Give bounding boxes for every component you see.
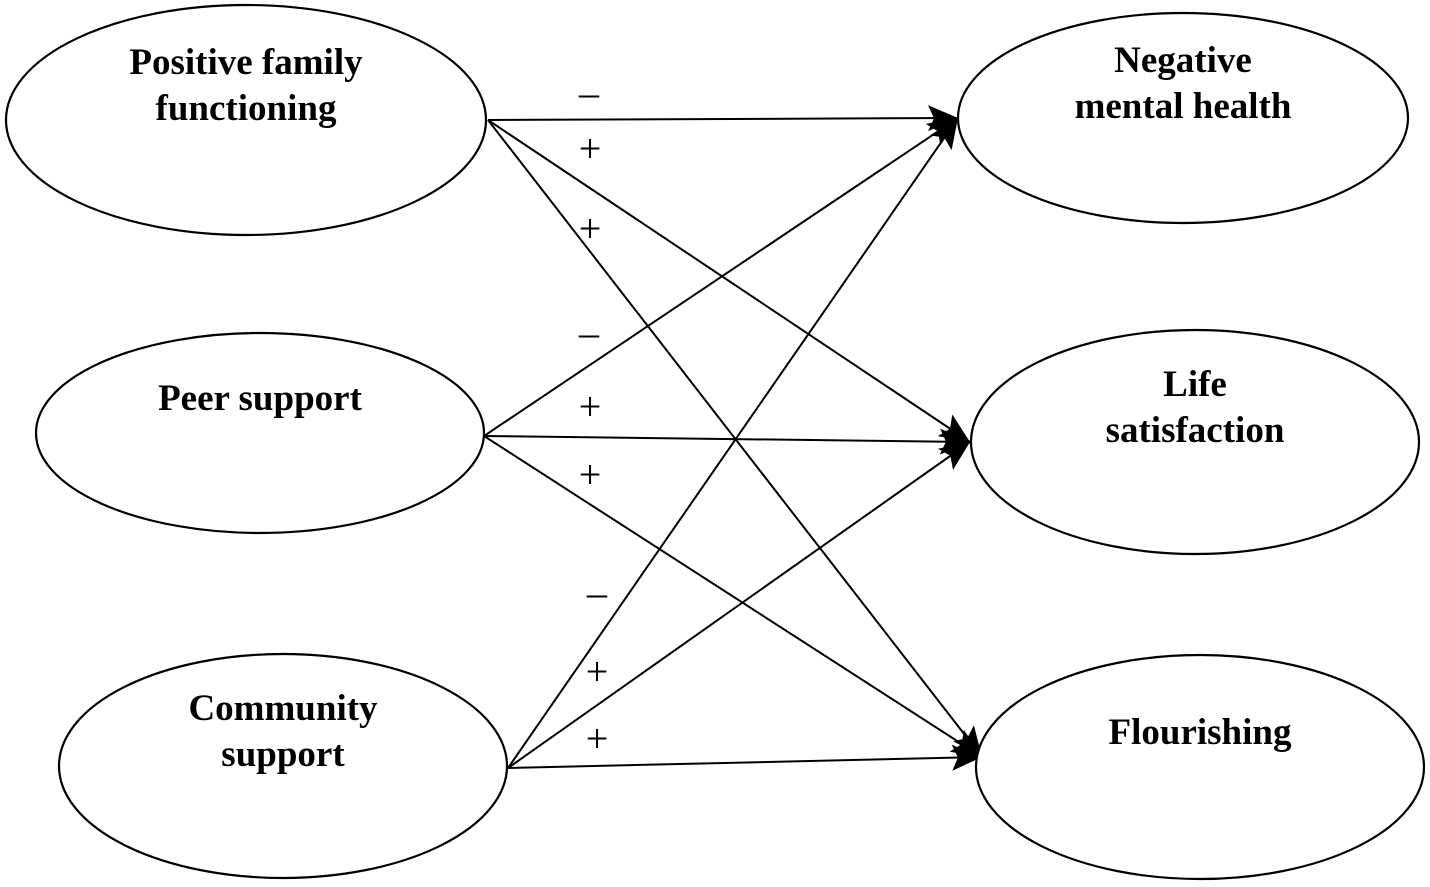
node-peer-label-line: Peer support xyxy=(158,378,363,419)
path-family-to-negative xyxy=(487,117,959,121)
node-life: Life satisfaction xyxy=(969,328,1421,556)
node-negative: Negative mental health xyxy=(956,11,1410,225)
path-peer-to-negative xyxy=(483,117,959,437)
node-negative-ellipse xyxy=(956,11,1410,225)
arrowhead-community-to-negative xyxy=(930,118,958,151)
sign-community-to-negative: – xyxy=(586,570,608,615)
node-peer: Peer support xyxy=(34,331,486,535)
node-community-label-line: Community xyxy=(188,688,378,729)
node-life-label-line: Life xyxy=(1163,364,1227,405)
sign-peer-to-life: + xyxy=(579,384,602,429)
sign-family-to-negative: – xyxy=(578,70,600,115)
path-community-to-negative xyxy=(507,117,959,769)
node-negative-label-line: Negative xyxy=(1114,40,1252,81)
sign-community-to-life: + xyxy=(586,649,609,694)
node-family-label-line: functioning xyxy=(156,88,337,129)
path-peer-to-flourish xyxy=(483,435,983,758)
path-peer-to-life xyxy=(483,435,971,443)
node-life-ellipse xyxy=(969,328,1421,556)
node-family-label-line: Positive family xyxy=(129,42,363,83)
node-family: Positive family functioning xyxy=(4,3,488,237)
path-community-to-life xyxy=(507,441,971,769)
node-community-ellipse xyxy=(57,652,509,880)
node-flourish: Flourishing xyxy=(974,653,1426,881)
node-family-ellipse xyxy=(4,3,488,237)
arrowhead-community-to-life xyxy=(938,442,970,470)
node-community-label-line: support xyxy=(221,734,345,775)
node-community: Community support xyxy=(57,652,509,880)
node-flourish-label-line: Flourishing xyxy=(1109,712,1292,753)
sign-community-to-flourish: + xyxy=(586,716,609,761)
sign-family-to-life: + xyxy=(579,126,602,171)
node-flourish-ellipse xyxy=(974,653,1426,881)
path-family-to-life xyxy=(487,119,971,443)
path-community-to-flourish xyxy=(507,756,983,769)
sign-peer-to-flourish: + xyxy=(579,452,602,497)
arrowhead-community-to-flourish xyxy=(951,744,982,771)
node-negative-label-line: mental health xyxy=(1075,86,1292,127)
node-peer-ellipse xyxy=(34,331,486,535)
sign-family-to-flourish: + xyxy=(579,206,602,251)
sign-peer-to-negative: – xyxy=(578,310,600,355)
node-life-label-line: satisfaction xyxy=(1106,410,1285,451)
